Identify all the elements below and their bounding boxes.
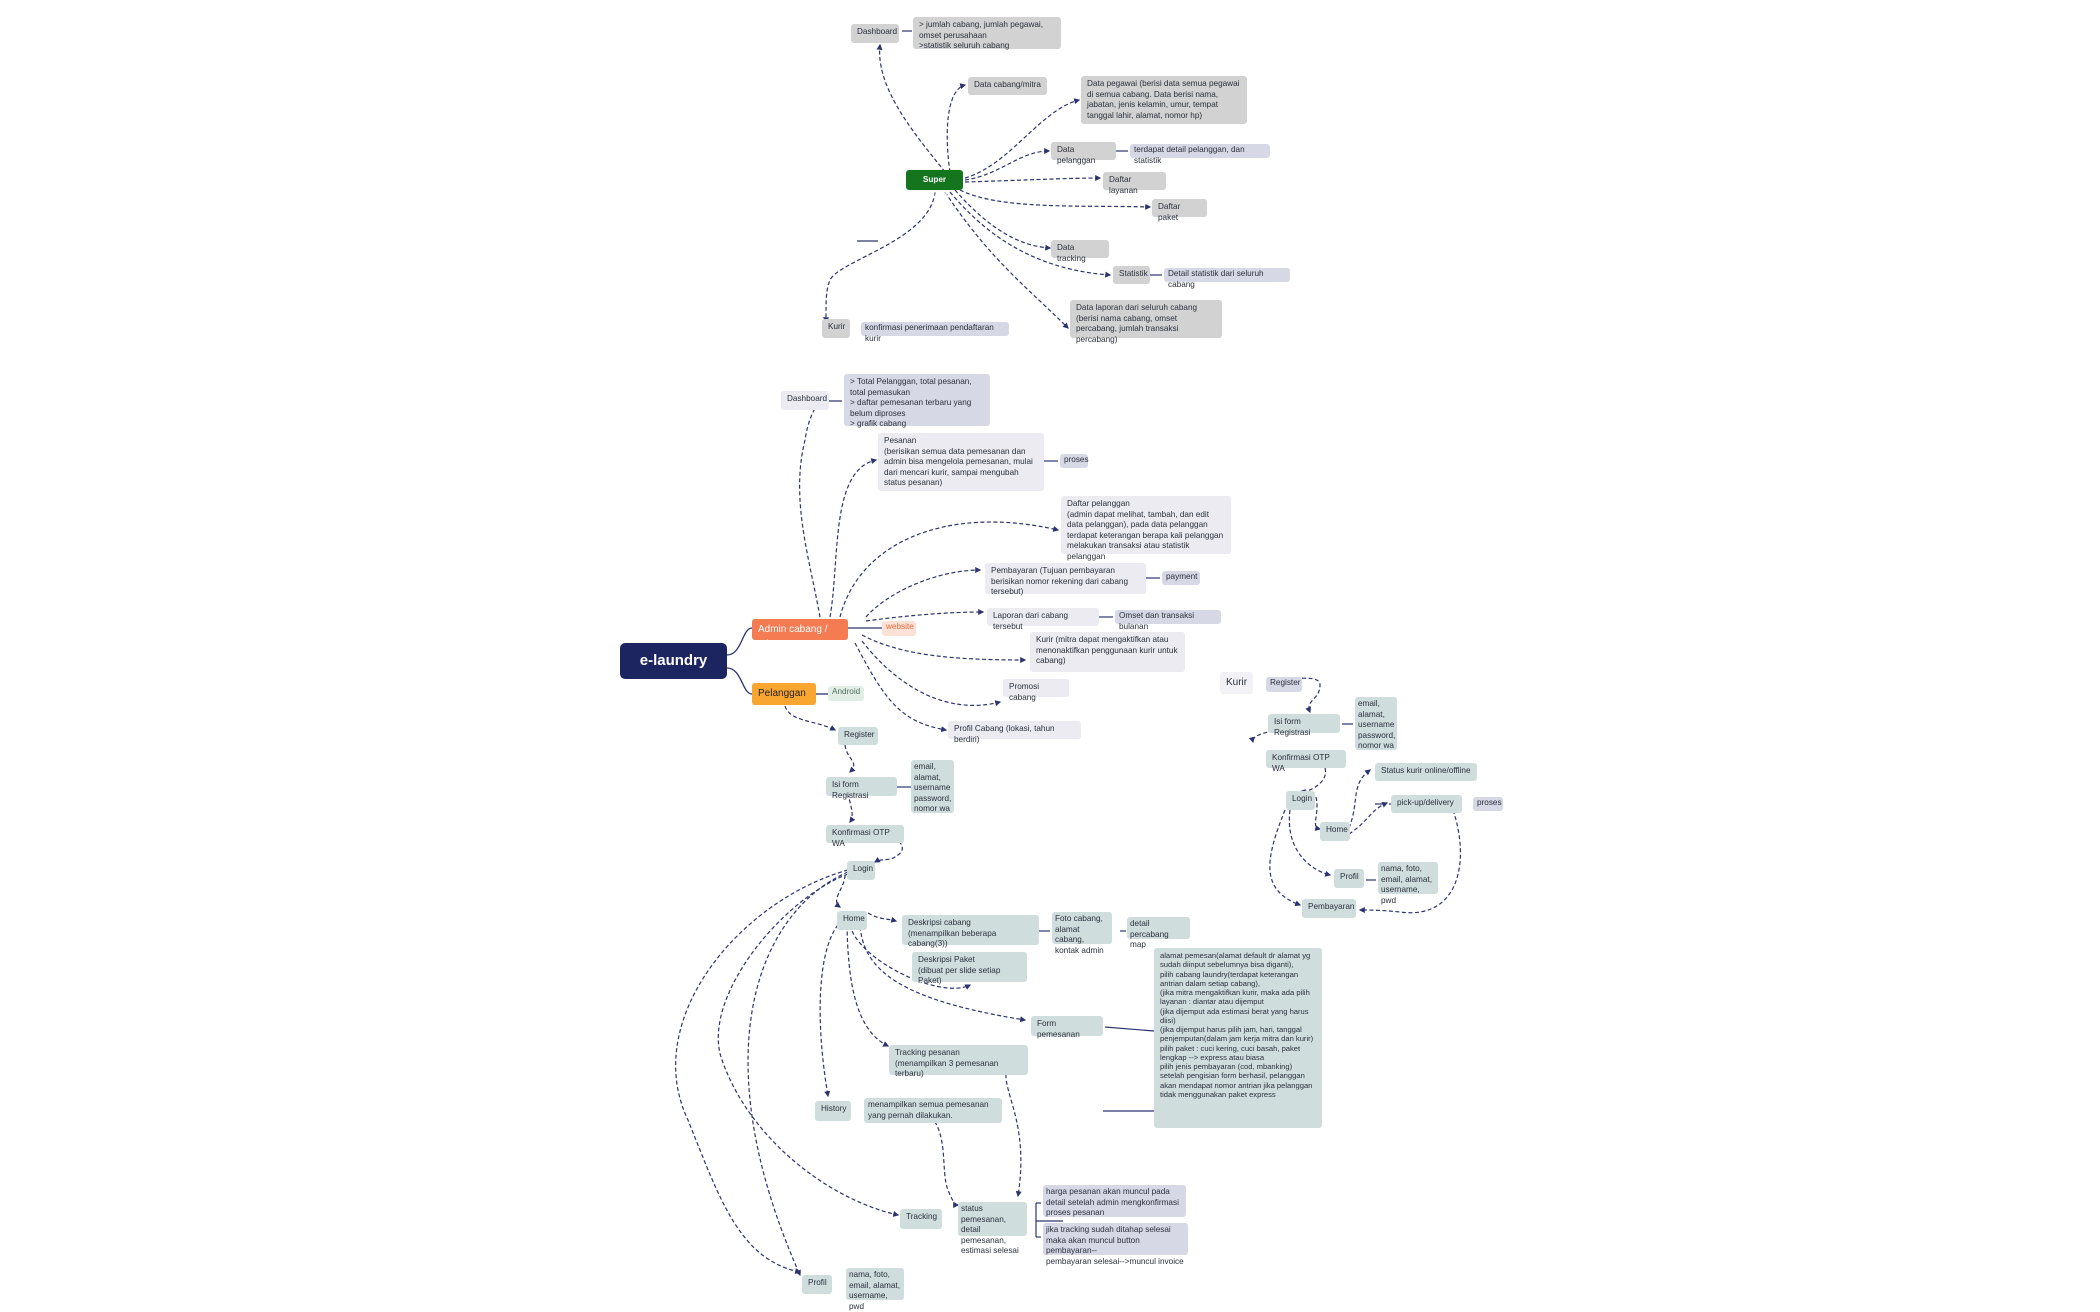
- admin-pesanan-tag: proses: [1060, 454, 1089, 468]
- pl-otp-node[interactable]: Konfirmasi OTP WA: [826, 825, 904, 848]
- sa-data-pegawai-node[interactable]: Data pegawai (berisi data semua pegawai …: [1081, 76, 1247, 124]
- pl-tracking-status-note: status pemesanan, detail pemesanan, esti…: [958, 1202, 1027, 1255]
- kurir-pickup-node[interactable]: pick-up/delivery: [1391, 795, 1462, 813]
- pl-cabang-info-note: Foto cabang, alamat cabang, kontak admin: [1052, 912, 1112, 955]
- admin-profil-node[interactable]: Profil Cabang (lokasi, tahun berdiri): [948, 721, 1081, 744]
- pl-history-note: menampilkan semua pemesanan yang pernah …: [864, 1098, 1002, 1123]
- pl-deskripsi-cabang-node[interactable]: Deskripsi cabang (menampilkan beberapa c…: [902, 915, 1039, 948]
- kurir-pickup-tag: proses: [1473, 797, 1503, 811]
- admin-node[interactable]: Admin cabang / mitra: [752, 619, 848, 650]
- pl-history-node[interactable]: History: [815, 1101, 851, 1121]
- sa-daftar-layanan-node[interactable]: Daftar layanan: [1103, 172, 1166, 195]
- sa-kurir-note: konfirmasi penerimaan pendaftaran kurir: [861, 322, 1009, 343]
- pl-deskripsi-paket-node[interactable]: Deskripsi Paket (dibuat per slide setiap…: [912, 952, 1027, 985]
- pelanggan-node[interactable]: Pelanggan: [752, 683, 816, 705]
- admin-kurir-node[interactable]: Kurir (mitra dapat mengaktifkan atau men…: [1030, 632, 1185, 672]
- kurir-profil-node[interactable]: Profil: [1334, 869, 1364, 888]
- kurir-status-node[interactable]: Status kurir online/offline: [1375, 763, 1477, 781]
- pl-tracking-note-2: jika tracking sudah ditahap selesai maka…: [1043, 1223, 1188, 1266]
- admin-platform-tag: website: [882, 621, 916, 636]
- sa-daftar-paket-node[interactable]: Daftar paket: [1152, 199, 1207, 222]
- pl-tracking-pesanan-node[interactable]: Tracking pesanan (menampilkan 3 pemesana…: [889, 1045, 1028, 1078]
- kurir-otp-node[interactable]: Konfirmasi OTP WA: [1266, 750, 1346, 773]
- pl-detail-cabang-note: detail percabang map: [1127, 917, 1190, 949]
- admin-daftar-pelanggan-node[interactable]: Daftar pelanggan (admin dapat melihat, t…: [1061, 496, 1231, 561]
- pl-profil-note: nama, foto, email, alamat, username, pwd: [846, 1268, 904, 1311]
- sa-kurir-node[interactable]: Kurir: [822, 319, 850, 338]
- admin-pembayaran-tag: payment: [1162, 571, 1200, 585]
- admin-dashboard-note: > Total Pelanggan, total pesanan, total …: [844, 374, 990, 428]
- admin-laporan-node[interactable]: Laporan dari cabang tersebut: [987, 608, 1099, 631]
- sa-data-pelanggan-note: terdapat detail pelanggan, dan statistik: [1130, 144, 1270, 165]
- sa-dashboard-node[interactable]: Dashboard: [851, 24, 899, 43]
- admin-dashboard-node[interactable]: Dashboard: [781, 391, 829, 410]
- kurir-profil-note: nama, foto, email, alamat, username, pwd: [1378, 862, 1438, 905]
- admin-promosi-node[interactable]: Promosi cabang: [1003, 679, 1069, 702]
- root-node[interactable]: e-laundry: [620, 643, 727, 679]
- sa-data-tracking-node[interactable]: Data tracking: [1051, 240, 1109, 263]
- pl-form-pemesanan-node[interactable]: Form pemesanan: [1031, 1016, 1103, 1039]
- pelanggan-platform-tag: Android: [828, 686, 864, 701]
- pl-register-node[interactable]: Register: [838, 727, 878, 745]
- sa-data-cabang-node[interactable]: Data cabang/mitra: [968, 77, 1047, 95]
- sa-data-pelanggan-node[interactable]: Data pelanggan: [1051, 142, 1116, 165]
- kurir-form-fields-note: email, alamat, username password, nomor …: [1355, 697, 1397, 750]
- super-admin-node[interactable]: Super Admin: [906, 170, 963, 198]
- pl-tracking-note-1: harga pesanan akan muncul pada detail se…: [1043, 1185, 1186, 1217]
- admin-pesanan-node[interactable]: Pesanan (berisikan semua data pemesanan …: [878, 433, 1044, 491]
- admin-pembayaran-node[interactable]: Pembayaran (Tujuan pembayaran berisikan …: [985, 563, 1146, 596]
- pl-form-note: alamat pemesan(alamat default dr alamat …: [1154, 948, 1322, 1128]
- pl-tracking-node[interactable]: Tracking: [900, 1209, 942, 1229]
- kurir-node[interactable]: Kurir: [1220, 672, 1253, 694]
- pl-login-node[interactable]: Login: [847, 861, 875, 880]
- sa-data-laporan-node[interactable]: Data laporan dari seluruh cabang (berisi…: [1070, 300, 1222, 344]
- kurir-home-node[interactable]: Home: [1320, 822, 1350, 841]
- kurir-pembayaran-node[interactable]: Pembayaran: [1302, 899, 1356, 918]
- kurir-login-node[interactable]: Login: [1286, 791, 1315, 810]
- sa-statistik-note: Detail statistik dari seluruh cabang: [1164, 268, 1290, 289]
- kurir-isi-form-node[interactable]: Isi form Registrasi: [1268, 714, 1340, 737]
- pl-home-node[interactable]: Home: [837, 911, 867, 930]
- sa-dashboard-note: > jumlah cabang, jumlah pegawai, omset p…: [913, 17, 1061, 50]
- admin-laporan-note: Omset dan transaksi bulanan: [1115, 610, 1221, 631]
- pl-form-fields-note: email, alamat, username password, nomor …: [911, 760, 954, 813]
- pl-isi-form-node[interactable]: Isi form Registrasi: [826, 777, 897, 800]
- kurir-register-node[interactable]: Register: [1266, 677, 1302, 692]
- sa-statistik-node[interactable]: Statistik: [1113, 266, 1150, 284]
- pl-profil-node[interactable]: Profil: [802, 1275, 832, 1294]
